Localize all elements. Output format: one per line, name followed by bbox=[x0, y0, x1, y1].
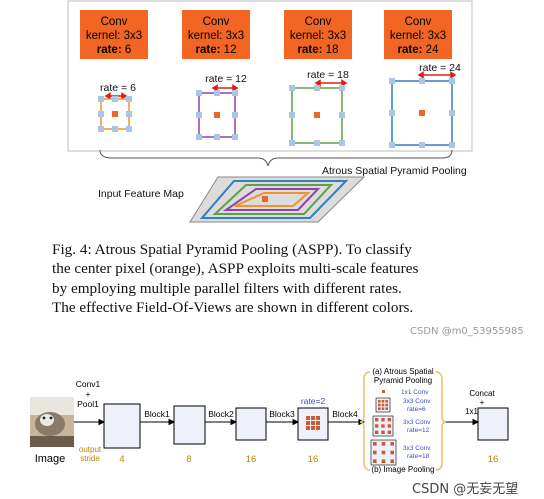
kernel-rate-6 bbox=[98, 96, 132, 132]
kernel-rate-24 bbox=[389, 78, 455, 148]
watermark-top: CSDN @m0_53955985 bbox=[410, 326, 524, 337]
branch-rate-18-label: 3x3 Conv bbox=[403, 445, 431, 452]
conv-box-1-title: Conv bbox=[101, 16, 128, 28]
conv-box-2-kernel: kernel: 3x3 bbox=[188, 30, 244, 42]
branch-rate-6-label: 3x3 Conv bbox=[403, 398, 431, 405]
branch-rate-12-label: 3x3 Conv bbox=[403, 419, 431, 426]
concat-plus: + bbox=[480, 398, 485, 407]
branch-rate-6-rate: rate=6 bbox=[407, 406, 426, 413]
kernel-rate-18 bbox=[289, 85, 345, 146]
aspp-title: (a) Atrous Spatial bbox=[372, 367, 434, 376]
svg-text:rate: 18: rate: 18 bbox=[298, 44, 339, 56]
svg-text:rate: 6: rate: 6 bbox=[97, 44, 132, 56]
stride-16-output: 16 bbox=[488, 454, 499, 465]
stride-4: 4 bbox=[119, 454, 124, 465]
input-feature-map bbox=[189, 176, 366, 223]
branch-rate-12-glyph bbox=[372, 415, 394, 437]
pool1-label: Pool1 bbox=[77, 399, 99, 409]
conv-box-1-rate-value: 6 bbox=[125, 44, 131, 56]
svg-text:rate: 24: rate: 24 bbox=[398, 44, 440, 56]
stride-16-b: 16 bbox=[308, 454, 319, 465]
branch-rate-6-glyph bbox=[375, 397, 391, 413]
branch-1x1-label: 1x1 Conv bbox=[401, 389, 429, 396]
aspp-brace-left bbox=[359, 371, 371, 471]
atrous-tile-rate-2 bbox=[306, 416, 320, 430]
image-pooling-label: (b) Image Pooling bbox=[371, 465, 434, 474]
figure-caption: Fig. 4: Atrous Spatial Pyramid Pooling (… bbox=[52, 240, 492, 318]
center-pixel bbox=[262, 196, 268, 202]
block2-label: Block2 bbox=[208, 409, 234, 419]
branch-rate-12-rate: rate=12 bbox=[407, 427, 430, 434]
conv-box-4: Conv kernel: 3x3 rate: 24 bbox=[384, 10, 452, 59]
conv1-plus: + bbox=[86, 389, 91, 399]
conv-box-2-rate-label: rate: bbox=[196, 44, 221, 56]
feature-block-stride-16-a bbox=[235, 407, 267, 441]
feature-block-stride-4 bbox=[103, 403, 141, 449]
input-feature-map-label: Input Feature Map bbox=[98, 188, 184, 200]
conv-box-2-title: Conv bbox=[203, 16, 230, 28]
conv-box-2: Conv kernel: 3x3 rate: 12 bbox=[182, 10, 250, 59]
conv-box-1-rate-label: rate: bbox=[97, 44, 122, 56]
rate-label-18: rate = 18 bbox=[307, 69, 349, 81]
rate-arrow-12 bbox=[211, 84, 239, 92]
conv-box-4-rate-value: 24 bbox=[426, 44, 439, 56]
feature-block-stride-8 bbox=[173, 405, 206, 445]
aspp-figure: Conv kernel: 3x3 rate: 6 Conv kernel: 3x… bbox=[67, 0, 473, 223]
conv-box-3-title: Conv bbox=[305, 16, 332, 28]
stride-8: 8 bbox=[186, 454, 191, 465]
conv-box-1-kernel: kernel: 3x3 bbox=[86, 30, 142, 42]
concat-label: Concat bbox=[469, 389, 495, 398]
output-feature-block bbox=[477, 407, 509, 441]
block4-label: Block4 bbox=[332, 409, 358, 419]
deeplab-network-diagram: Image Conv1 + Pool1 output stride 4 Bloc… bbox=[30, 367, 509, 474]
image-label: Image bbox=[35, 453, 66, 465]
caption-line-4: The effective Field-Of-Views are shown i… bbox=[52, 299, 414, 317]
caption-line-2: the center pixel (orange), ASPP exploits… bbox=[52, 260, 419, 278]
aspp-title-2: Pyramid Pooling bbox=[374, 376, 432, 385]
rate-arrow-24 bbox=[417, 71, 457, 79]
output-stride-label-2: stride bbox=[80, 454, 100, 463]
conv-box-2-rate-value: 12 bbox=[224, 44, 237, 56]
pyramid-label: Atrous Spatial Pyramid Pooling bbox=[322, 165, 467, 177]
rate-label-6: rate = 6 bbox=[100, 82, 136, 94]
output-stride-label: output bbox=[79, 445, 102, 454]
rate-label-12: rate = 12 bbox=[205, 73, 247, 85]
caption-line-1: Fig. 4: Atrous Spatial Pyramid Pooling (… bbox=[52, 241, 412, 258]
conv-box-3: Conv kernel: 3x3 rate: 18 bbox=[284, 10, 352, 59]
rate-label-24: rate = 24 bbox=[419, 62, 461, 74]
branch-rate-18-rate: rate=18 bbox=[407, 453, 430, 460]
aspp-brace-right bbox=[435, 371, 447, 471]
stride-16-a: 16 bbox=[246, 454, 257, 465]
branch-rate-18-glyph bbox=[370, 439, 397, 466]
feature-block-stride-16-b bbox=[297, 407, 329, 441]
kernel-rate-12 bbox=[196, 90, 238, 140]
conv-box-3-rate-value: 18 bbox=[326, 44, 339, 56]
watermark-bottom: CSDN @无妄无望 bbox=[412, 482, 519, 497]
block1-label: Block1 bbox=[144, 409, 170, 419]
conv-box-3-kernel: kernel: 3x3 bbox=[290, 30, 346, 42]
conv-box-4-kernel: kernel: 3x3 bbox=[390, 30, 446, 42]
conv-box-3-rate-label: rate: bbox=[298, 44, 323, 56]
block3-label: Block3 bbox=[269, 409, 295, 419]
input-image bbox=[30, 397, 74, 447]
svg-text:rate: 12: rate: 12 bbox=[196, 44, 237, 56]
pyramid-brace bbox=[99, 149, 453, 167]
conv1-label: Conv1 bbox=[76, 379, 101, 389]
conv-box-4-title: Conv bbox=[405, 16, 432, 28]
caption-line-3: by employing multiple parallel filters w… bbox=[52, 279, 402, 297]
conv-box-1: Conv kernel: 3x3 rate: 6 bbox=[80, 10, 148, 59]
branch-1x1-glyph bbox=[382, 390, 385, 393]
rate-arrow-18 bbox=[314, 79, 348, 87]
rate-2-label: rate=2 bbox=[301, 396, 326, 406]
conv-box-4-rate-label: rate: bbox=[398, 44, 423, 56]
